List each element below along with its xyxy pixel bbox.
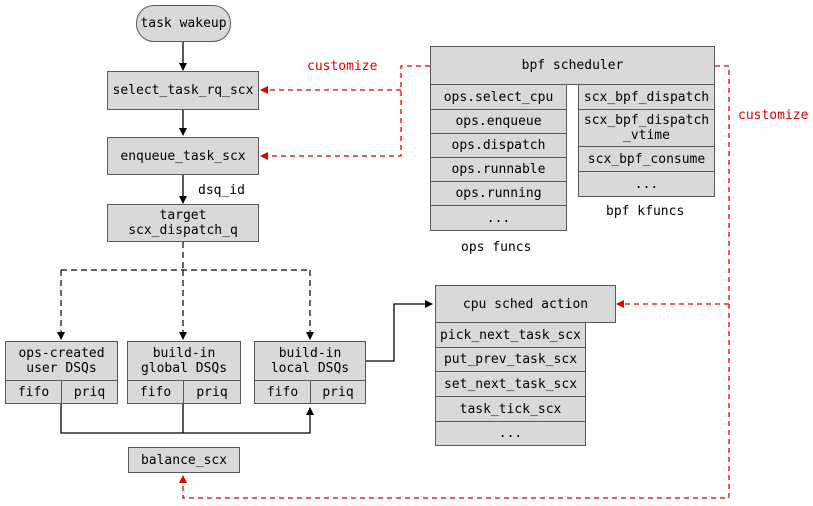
local-dsqs-node: build-in local DSQs [254,341,366,381]
cpu-sched-action-title: cpu sched action [435,285,616,323]
balance-scx-node: balance_scx [128,447,240,473]
ops-dispatch: ops.dispatch [430,133,567,158]
user-dsqs-fifo: fifo [5,380,62,404]
put-prev-task-scx: put_prev_task_scx [435,347,586,372]
ops-select-cpu: ops.select_cpu [430,84,567,110]
customize-lines [179,65,730,499]
kfunc-more: ... [578,171,715,197]
task-wakeup-node: task wakeup [136,5,231,42]
task-tick-scx: task_tick_scx [435,396,586,422]
kfunc-dispatch-vtime: scx_bpf_dispatch _vtime [578,109,715,147]
bpf-scheduler-title: bpf scheduler [430,46,715,85]
user-dsqs-priq: priq [61,380,118,404]
dsq-distribution-lines [57,242,314,340]
local-dsqs-fifo: fifo [254,380,311,404]
ops-running: ops.running [430,181,567,206]
cpu-sched-more: ... [435,421,586,446]
select-task-rq-node: select_task_rq_scx [107,71,259,110]
arrow-dsqs-to-local [60,404,314,434]
global-dsqs-priq: priq [183,380,241,404]
local-dsqs-priq: priq [310,380,366,404]
user-dsqs-node: ops-created user DSQs [5,341,118,381]
ops-funcs-caption: ops funcs [461,240,532,255]
global-dsqs-node: build-in global DSQs [127,341,241,381]
set-next-task-scx: set_next_task_scx [435,371,586,397]
pick-next-task-scx: pick_next_task_scx [435,322,586,348]
global-dsqs-fifo: fifo [127,380,184,404]
bpf-kfuncs-caption: bpf kfuncs [606,204,685,219]
kfunc-consume: scx_bpf_consume [578,146,715,172]
customize-label-right: customize [738,108,809,123]
ops-runnable: ops.runnable [430,157,567,182]
ops-more: ... [430,205,567,231]
target-dispatch-q-node: target scx_dispatch_q [107,204,259,242]
kfunc-dispatch: scx_bpf_dispatch [578,84,715,110]
ops-enqueue: ops.enqueue [430,109,567,134]
enqueue-task-node: enqueue_task_scx [107,137,259,175]
arrow-local-to-cpu-sched [366,300,433,362]
dsq-id-label: dsq_id [198,183,245,198]
customize-label-left: customize [307,59,378,74]
